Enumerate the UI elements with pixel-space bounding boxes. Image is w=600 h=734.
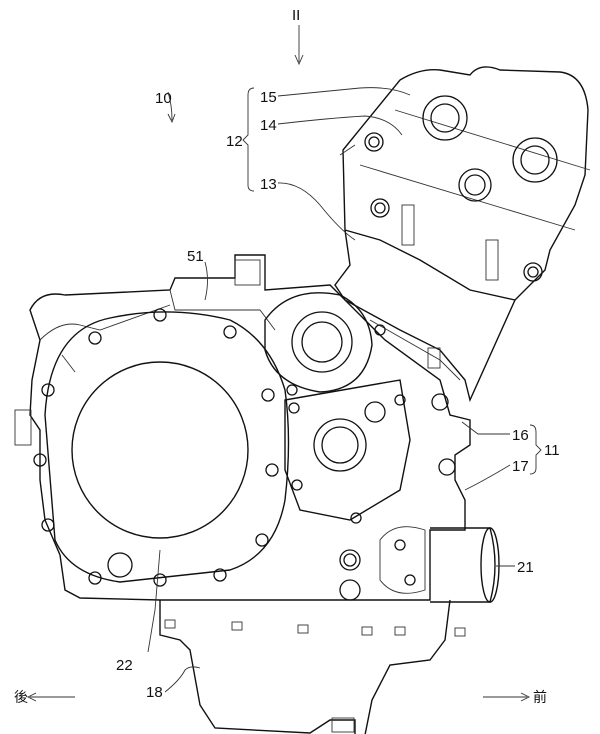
oil-pan bbox=[159, 599, 466, 734]
label-16: 16 bbox=[512, 427, 529, 444]
oil-filter bbox=[430, 527, 500, 603]
rear-direction-label: 後 bbox=[14, 690, 28, 706]
label-51: 51 bbox=[187, 248, 204, 265]
label-11: 11 bbox=[544, 442, 560, 459]
label-13: 13 bbox=[260, 176, 277, 193]
label-15: 15 bbox=[260, 89, 277, 106]
brace-12 bbox=[242, 87, 255, 192]
crankcase bbox=[14, 254, 471, 601]
cylinder-block bbox=[334, 229, 516, 403]
label-12: 12 bbox=[226, 133, 243, 150]
cylinder-head-group bbox=[339, 66, 591, 301]
label-10: 10 bbox=[155, 90, 172, 107]
leader-lines bbox=[26, 87, 531, 702]
label-14: 14 bbox=[260, 117, 277, 134]
view-arrow-head bbox=[294, 54, 304, 66]
clutch-cover bbox=[71, 361, 249, 539]
label-17: 17 bbox=[512, 458, 529, 475]
label-18: 18 bbox=[146, 684, 163, 701]
brace-11 bbox=[529, 424, 542, 475]
label-22: 22 bbox=[116, 657, 133, 674]
engine-leader bbox=[167, 91, 173, 121]
front-direction-label: 前 bbox=[533, 689, 547, 706]
label-21: 21 bbox=[517, 559, 534, 576]
view-marker-label: II bbox=[292, 7, 300, 24]
